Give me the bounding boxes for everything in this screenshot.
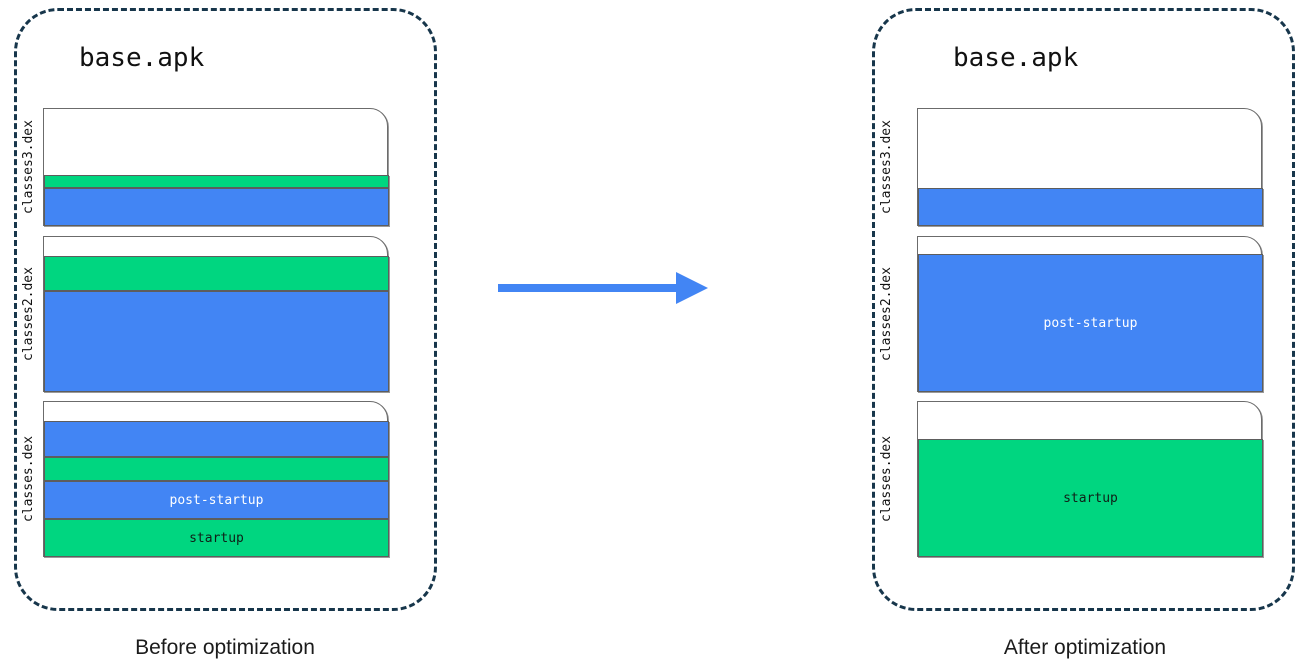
dex-box xyxy=(917,108,1263,226)
dex-layer-startup: startup xyxy=(44,519,389,557)
dex-group-classes-dex: classes.dex post-startup startup xyxy=(17,401,389,557)
dex-box: post-startup startup xyxy=(43,401,389,557)
apk-container-before: base.apk classes3.dex classes2.dex classes… xyxy=(14,8,437,611)
dex-layer-post-startup xyxy=(918,188,1263,226)
dex-layer-startup: startup xyxy=(918,439,1263,557)
caption-after: After optimization xyxy=(1003,636,1167,659)
dex-label: classes3.dex xyxy=(20,120,36,214)
apk-title-before: base.apk xyxy=(79,43,205,73)
caption-before: Before optimization xyxy=(135,636,315,659)
dex-group-classes3-dex: classes3.dex xyxy=(17,108,389,226)
dex-group-classes2-dex: classes2.dex post-startup xyxy=(875,236,1263,392)
dex-layer-startup xyxy=(44,256,389,291)
dex-label: classes.dex xyxy=(20,435,36,523)
dex-label: classes2.dex xyxy=(878,267,894,361)
dex-group-classes2-dex: classes2.dex xyxy=(17,236,389,392)
transformation-arrow xyxy=(498,266,710,310)
dex-layer-post-startup xyxy=(44,188,389,226)
dex-layer-label: startup xyxy=(1063,490,1118,506)
dex-group-classes-dex: classes.dex startup xyxy=(875,401,1263,557)
dex-layer-startup xyxy=(44,175,389,188)
dex-box xyxy=(43,236,389,392)
dex-layer-startup xyxy=(44,457,389,481)
dex-layer-post-startup: post-startup xyxy=(44,481,389,519)
dex-label: classes2.dex xyxy=(20,267,36,361)
dex-layer-post-startup xyxy=(44,291,389,392)
dex-box: post-startup xyxy=(917,236,1263,392)
dex-layer-label: post-startup xyxy=(1043,315,1138,331)
dex-layer-label: post-startup xyxy=(169,492,264,508)
dex-layer-post-startup xyxy=(44,421,389,457)
dex-label: classes.dex xyxy=(878,435,894,523)
dex-layer-post-startup: post-startup xyxy=(918,254,1263,392)
apk-container-after: base.apk classes3.dex classes2.dex post-st… xyxy=(872,8,1295,611)
dex-label: classes3.dex xyxy=(878,120,894,214)
apk-title-after: base.apk xyxy=(953,43,1079,73)
arrow-icon xyxy=(498,272,708,304)
dex-group-classes3-dex: classes3.dex xyxy=(875,108,1263,226)
dex-box: startup xyxy=(917,401,1263,557)
dex-layer-label: startup xyxy=(189,530,244,546)
dex-box xyxy=(43,108,389,226)
